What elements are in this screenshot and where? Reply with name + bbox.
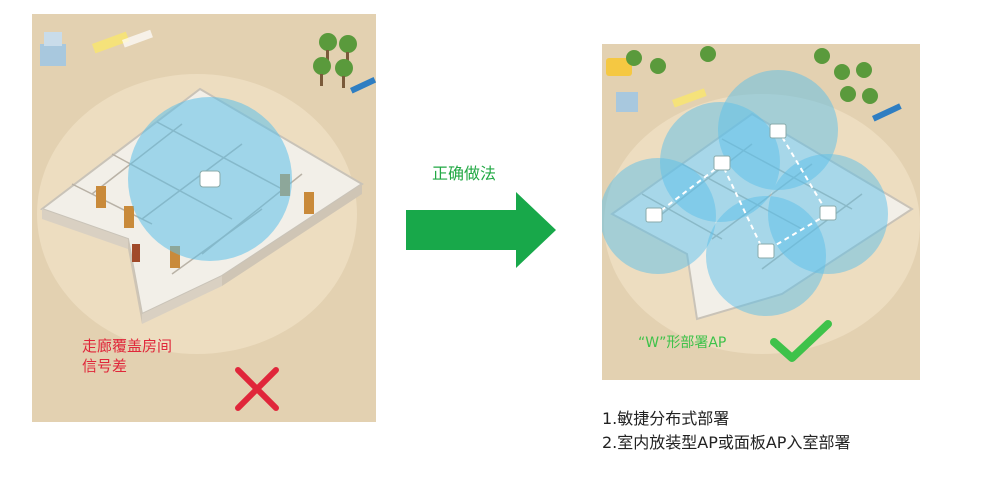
street-decoration <box>606 46 902 122</box>
access-point-icons <box>645 123 837 259</box>
poor-coverage-note-line2: 信号差 <box>82 357 128 375</box>
right-arrow-icon <box>406 192 556 268</box>
single-ap-illustration <box>32 14 376 422</box>
note-line-1: 1.敏捷分布式部署 <box>602 409 730 428</box>
poor-coverage-note: 走廊覆盖房间 信号差 <box>82 336 172 376</box>
note-line-2: 2.室内放装型AP或面板AP入室部署 <box>602 433 851 452</box>
deployment-notes: 1.敏捷分布式部署 2.室内放装型AP或面板AP入室部署 <box>602 407 850 455</box>
correct-method-label: 正确做法 <box>432 164 497 183</box>
access-point-icon <box>199 170 221 188</box>
w-deployment-label: “W”形部署AP <box>638 335 727 351</box>
cross-icon <box>235 367 279 411</box>
checkmark-icon <box>770 320 832 362</box>
poor-coverage-note-line1: 走廊覆盖房间 <box>82 337 173 355</box>
street-decoration <box>40 29 376 94</box>
w-deployment-illustration <box>602 44 920 380</box>
